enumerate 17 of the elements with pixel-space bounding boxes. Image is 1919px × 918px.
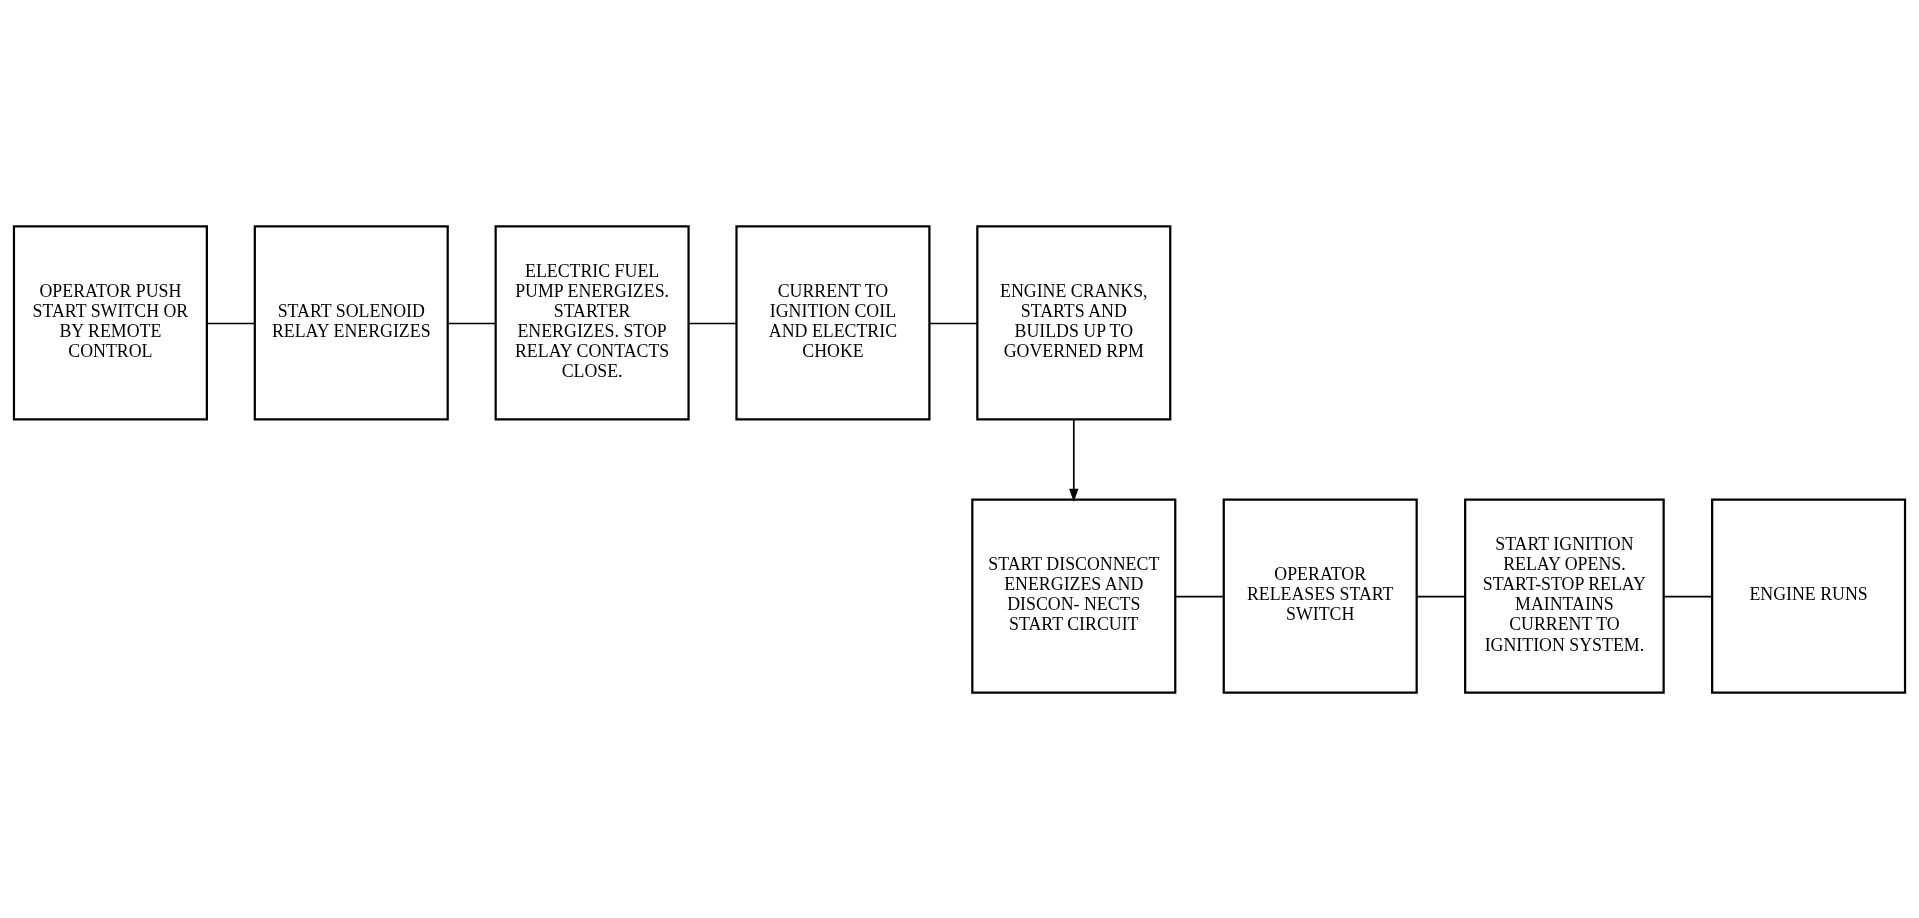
node-box: OPERATOR PUSH START SWITCH OR BY REMOTE CONTROL (12, 224, 208, 420)
node-box: START DISCONNECT ENERGIZES AND DISCON- NECTS START CIRCUIT (971, 498, 1177, 694)
arrow (1069, 418, 1079, 502)
node-box: OPERATOR RELEASES START SWITCH (1222, 498, 1418, 694)
node-box: CURRENT TO IGNITION COIL AND ELECTRIC CHOKE (735, 224, 931, 420)
node-box: START SOLENOID RELAY ENERGIZES (253, 224, 449, 420)
connector (1174, 595, 1225, 597)
connector (447, 322, 497, 324)
node-box: ENGINE RUNS (1711, 498, 1907, 694)
connector (206, 322, 256, 324)
connector (928, 322, 979, 324)
connector (1415, 595, 1466, 597)
node-box: START IGNITION RELAY OPENS. START-STOP RELAY MAINTAINS CURRENT TO IGNITION SYSTEM. (1464, 498, 1665, 694)
node-box: ENGINE CRANKS, STARTS AND BUILDS UP TO GOVERNED RPM (976, 224, 1172, 420)
connector (1662, 595, 1713, 597)
node-box: ELECTRIC FUEL PUMP ENERGIZES. STARTER ENERGIZES. STOP RELAY CONTACTS CLOSE. (494, 224, 690, 420)
connector (687, 322, 738, 324)
